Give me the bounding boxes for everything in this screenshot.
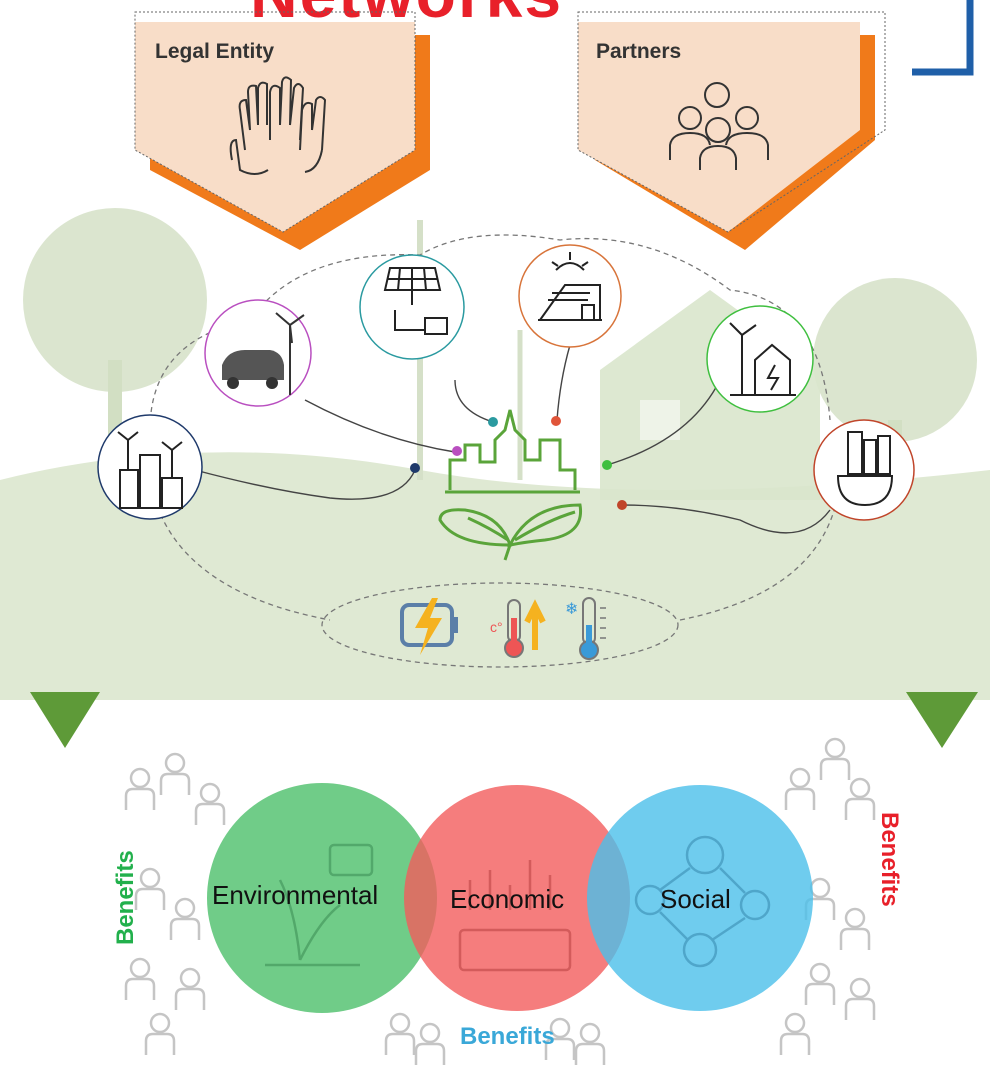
social-label: Social [660,884,731,914]
right-down-arrow [906,692,978,748]
connection-lines [194,344,831,534]
raised-hands-icon [229,76,327,175]
legal-entity-pentagon [134,11,430,250]
corner-bracket [912,0,974,76]
solar-panel-battery-icon [359,254,465,360]
partners-pentagon [577,11,886,250]
legal-entity-label: Legal Entity [155,40,275,63]
cooling-thermometer-icon: ❄ [565,597,606,660]
svg-text:❄: ❄ [565,599,578,618]
wind-turbine-power-house-icon [706,305,814,413]
people-group-icon [669,82,769,170]
solar-roof-house-icon [518,244,622,348]
economic-circle [404,785,630,1011]
social-circle [587,785,813,1011]
city-on-earth-icon [813,419,915,521]
left-down-arrow [30,692,100,748]
economic-label: Economic [450,884,565,914]
heating-thermometer-icon: c° [490,599,546,658]
svg-text:c°: c° [490,619,503,635]
economic-benefits-label: Benefits [876,812,903,907]
environmental-label: Environmental [212,880,379,910]
social-network-icon [634,835,771,968]
environmental-benefits-label: Benefits [112,850,139,945]
economy-chart-icon [458,860,572,972]
social-benefits-label: Benefits [460,1023,555,1050]
environmental-circle [207,783,437,1013]
connection-dots [410,416,627,510]
partners-label: Partners [596,40,682,63]
co2-plant-icon [265,843,374,967]
battery-charge-icon [400,598,458,655]
electric-car-wind-turbine-icon [204,299,312,407]
industrial-wind-building-icon [97,414,203,520]
green-city-leaves-icon [438,409,583,561]
landscape-background [0,208,990,700]
